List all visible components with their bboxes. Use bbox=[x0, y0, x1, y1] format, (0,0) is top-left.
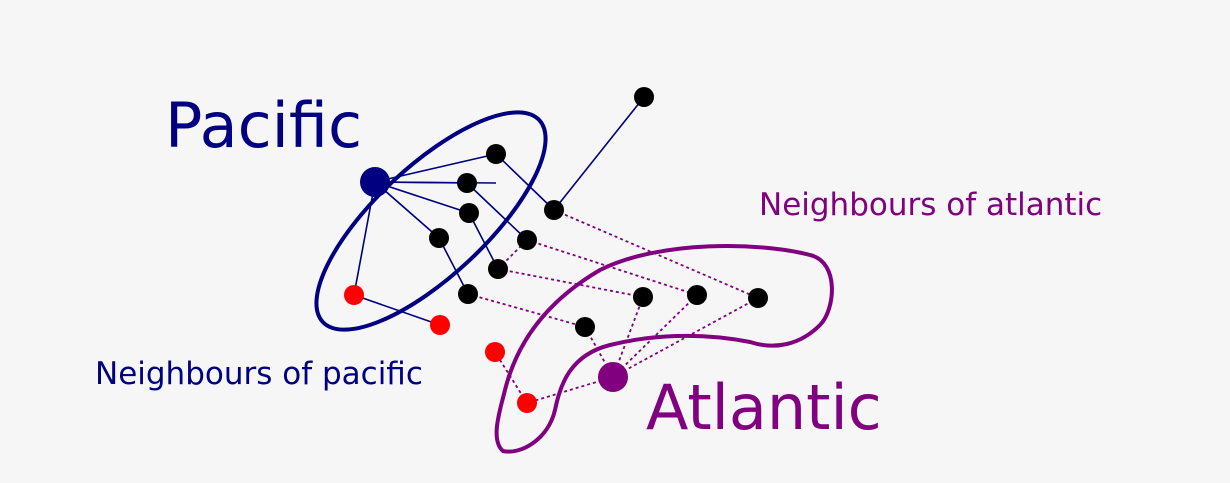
red-node[interactable] bbox=[430, 315, 450, 335]
node[interactable] bbox=[459, 203, 479, 223]
edge bbox=[494, 351, 528, 404]
edge bbox=[374, 153, 497, 183]
edge bbox=[467, 293, 586, 328]
node[interactable] bbox=[486, 144, 506, 164]
node[interactable] bbox=[544, 200, 564, 220]
edge bbox=[466, 182, 528, 241]
node[interactable] bbox=[429, 228, 449, 248]
red-node[interactable] bbox=[517, 393, 537, 413]
edge bbox=[553, 96, 645, 211]
atlantic-neighbourhood-outline bbox=[494, 244, 834, 454]
node[interactable] bbox=[748, 288, 768, 308]
graph-nodes bbox=[344, 87, 768, 413]
red-node[interactable] bbox=[344, 285, 364, 305]
edge bbox=[612, 294, 698, 378]
node[interactable] bbox=[634, 87, 654, 107]
node[interactable] bbox=[517, 230, 537, 250]
edge bbox=[374, 181, 470, 214]
node[interactable] bbox=[457, 173, 477, 193]
atlantic-label: Atlantic bbox=[646, 371, 882, 444]
edge bbox=[497, 268, 644, 298]
node[interactable] bbox=[458, 284, 478, 304]
pacific-label: Pacific bbox=[165, 89, 362, 162]
edge bbox=[468, 212, 499, 270]
atlantic-node[interactable] bbox=[598, 362, 628, 392]
edge bbox=[438, 237, 469, 295]
node[interactable] bbox=[575, 317, 595, 337]
red-node[interactable] bbox=[485, 342, 505, 362]
edge bbox=[495, 153, 555, 211]
atlantic-edges bbox=[467, 209, 759, 404]
edge bbox=[553, 209, 759, 299]
edge bbox=[353, 181, 376, 296]
pacific-neighbourhood-outline bbox=[314, 110, 548, 332]
atlantic-neighbours-label: Neighbours of atlantic bbox=[759, 187, 1102, 223]
node[interactable] bbox=[488, 259, 508, 279]
node[interactable] bbox=[633, 287, 653, 307]
node[interactable] bbox=[687, 285, 707, 305]
pacific-neighbours-label: Neighbours of pacific bbox=[95, 356, 423, 392]
pacific-edges bbox=[353, 96, 645, 326]
edge bbox=[353, 294, 441, 326]
pacific-node[interactable] bbox=[360, 167, 390, 197]
